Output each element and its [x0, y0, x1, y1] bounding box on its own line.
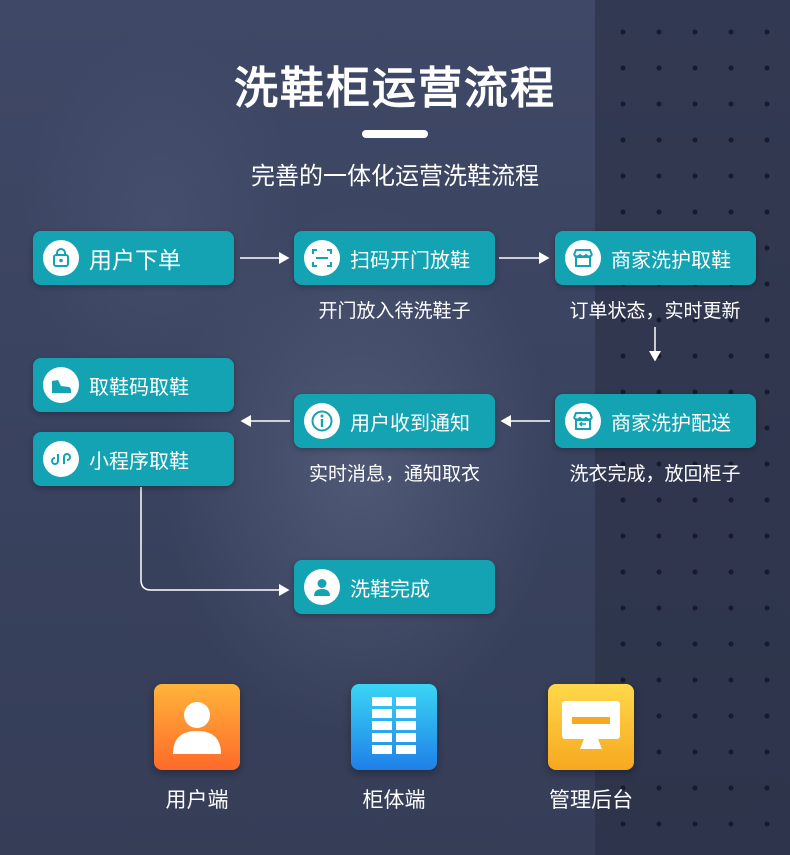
caption-merchant-deliver: 洗衣完成，放回柜子: [569, 463, 741, 485]
node-label: 用户收到通知: [350, 410, 470, 435]
role-user-client: 用户端: [137, 684, 257, 814]
title-underline: [362, 130, 428, 138]
page-subtitle: 完善的一体化运营洗鞋流程: [251, 162, 539, 190]
shop-return-icon: [565, 403, 601, 439]
caption-notify: 实时消息，通知取衣: [308, 463, 480, 485]
node-scan-open: 扫码开门放鞋: [294, 231, 495, 285]
node-label: 用户下单: [89, 248, 181, 274]
node-user-order: 用户下单: [33, 231, 234, 285]
lock-bag-icon: [43, 240, 79, 276]
node-wash-done: 洗鞋完成: [294, 560, 495, 614]
role-label: 管理后台: [549, 788, 633, 812]
cabinet-icon: [351, 684, 437, 770]
role-admin-backend: 管理后台: [531, 684, 651, 814]
page-title: 洗鞋柜运营流程: [234, 63, 556, 114]
node-label: 小程序取鞋: [89, 448, 189, 473]
mini-program-icon: [43, 441, 79, 477]
caption-scan: 开门放入待洗鞋子: [318, 300, 471, 322]
scan-icon: [304, 240, 340, 276]
role-label: 柜体端: [362, 788, 426, 812]
shoe-icon: [43, 367, 79, 403]
node-code-pickup: 取鞋码取鞋: [33, 358, 234, 412]
node-merchant-deliver: 商家洗护配送: [555, 394, 756, 448]
role-label: 用户端: [165, 788, 229, 812]
node-user-notify: 用户收到通知: [294, 394, 495, 448]
node-label: 洗鞋完成: [350, 576, 430, 601]
info-icon: [304, 403, 340, 439]
user-icon: [304, 569, 340, 605]
node-label: 商家洗护配送: [611, 410, 731, 435]
node-mini-program-pickup: 小程序取鞋: [33, 432, 234, 486]
node-merchant-pick: 商家洗护取鞋: [555, 231, 756, 285]
node-label: 取鞋码取鞋: [89, 374, 189, 399]
caption-merchant-pick: 订单状态，实时更新: [569, 300, 741, 322]
role-cabinet-client: 柜体端: [334, 684, 454, 814]
node-label: 扫码开门放鞋: [350, 247, 470, 272]
monitor-icon: [548, 684, 634, 770]
shop-icon: [565, 240, 601, 276]
node-label: 商家洗护取鞋: [611, 247, 731, 272]
user-icon: [154, 684, 240, 770]
